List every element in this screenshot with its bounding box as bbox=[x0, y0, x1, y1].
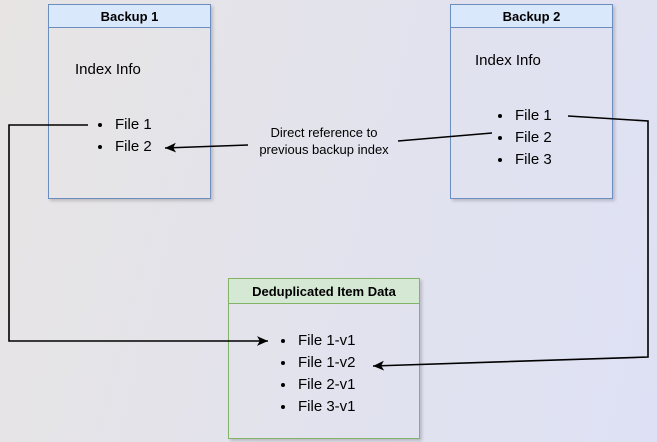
backup1-file-list: File 1 File 2 bbox=[94, 114, 152, 158]
edge-label-line2: previous backup index bbox=[259, 142, 389, 157]
dedup-file-item: File 1-v2 bbox=[296, 352, 356, 374]
backup2-title: Backup 2 bbox=[451, 5, 612, 28]
dedup-title: Deduplicated Item Data bbox=[229, 279, 419, 304]
backup2-file-item: File 2 bbox=[513, 127, 552, 149]
dedup-file-item: File 1-v1 bbox=[296, 330, 356, 352]
backup2-file-list: File 1 File 2 File 3 bbox=[494, 105, 552, 171]
backup2-file-item: File 1 bbox=[513, 105, 552, 127]
backup1-index-info-label: Index Info bbox=[75, 61, 141, 78]
direct-reference-edge-label: Direct reference to previous backup inde… bbox=[214, 124, 434, 158]
edge-label-line1: Direct reference to bbox=[270, 125, 378, 140]
backup1-box: Backup 1 bbox=[48, 4, 211, 199]
dedup-file-item: File 3-v1 bbox=[296, 396, 356, 418]
dedup-file-list: File 1-v1 File 1-v2 File 2-v1 File 3-v1 bbox=[277, 330, 356, 418]
backup1-file-item: File 2 bbox=[113, 136, 152, 158]
backup1-title: Backup 1 bbox=[49, 5, 210, 28]
backup2-index-info-label: Index Info bbox=[475, 52, 541, 69]
dedup-file-item: File 2-v1 bbox=[296, 374, 356, 396]
backup2-file-item: File 3 bbox=[513, 149, 552, 171]
backup1-file-item: File 1 bbox=[113, 114, 152, 136]
